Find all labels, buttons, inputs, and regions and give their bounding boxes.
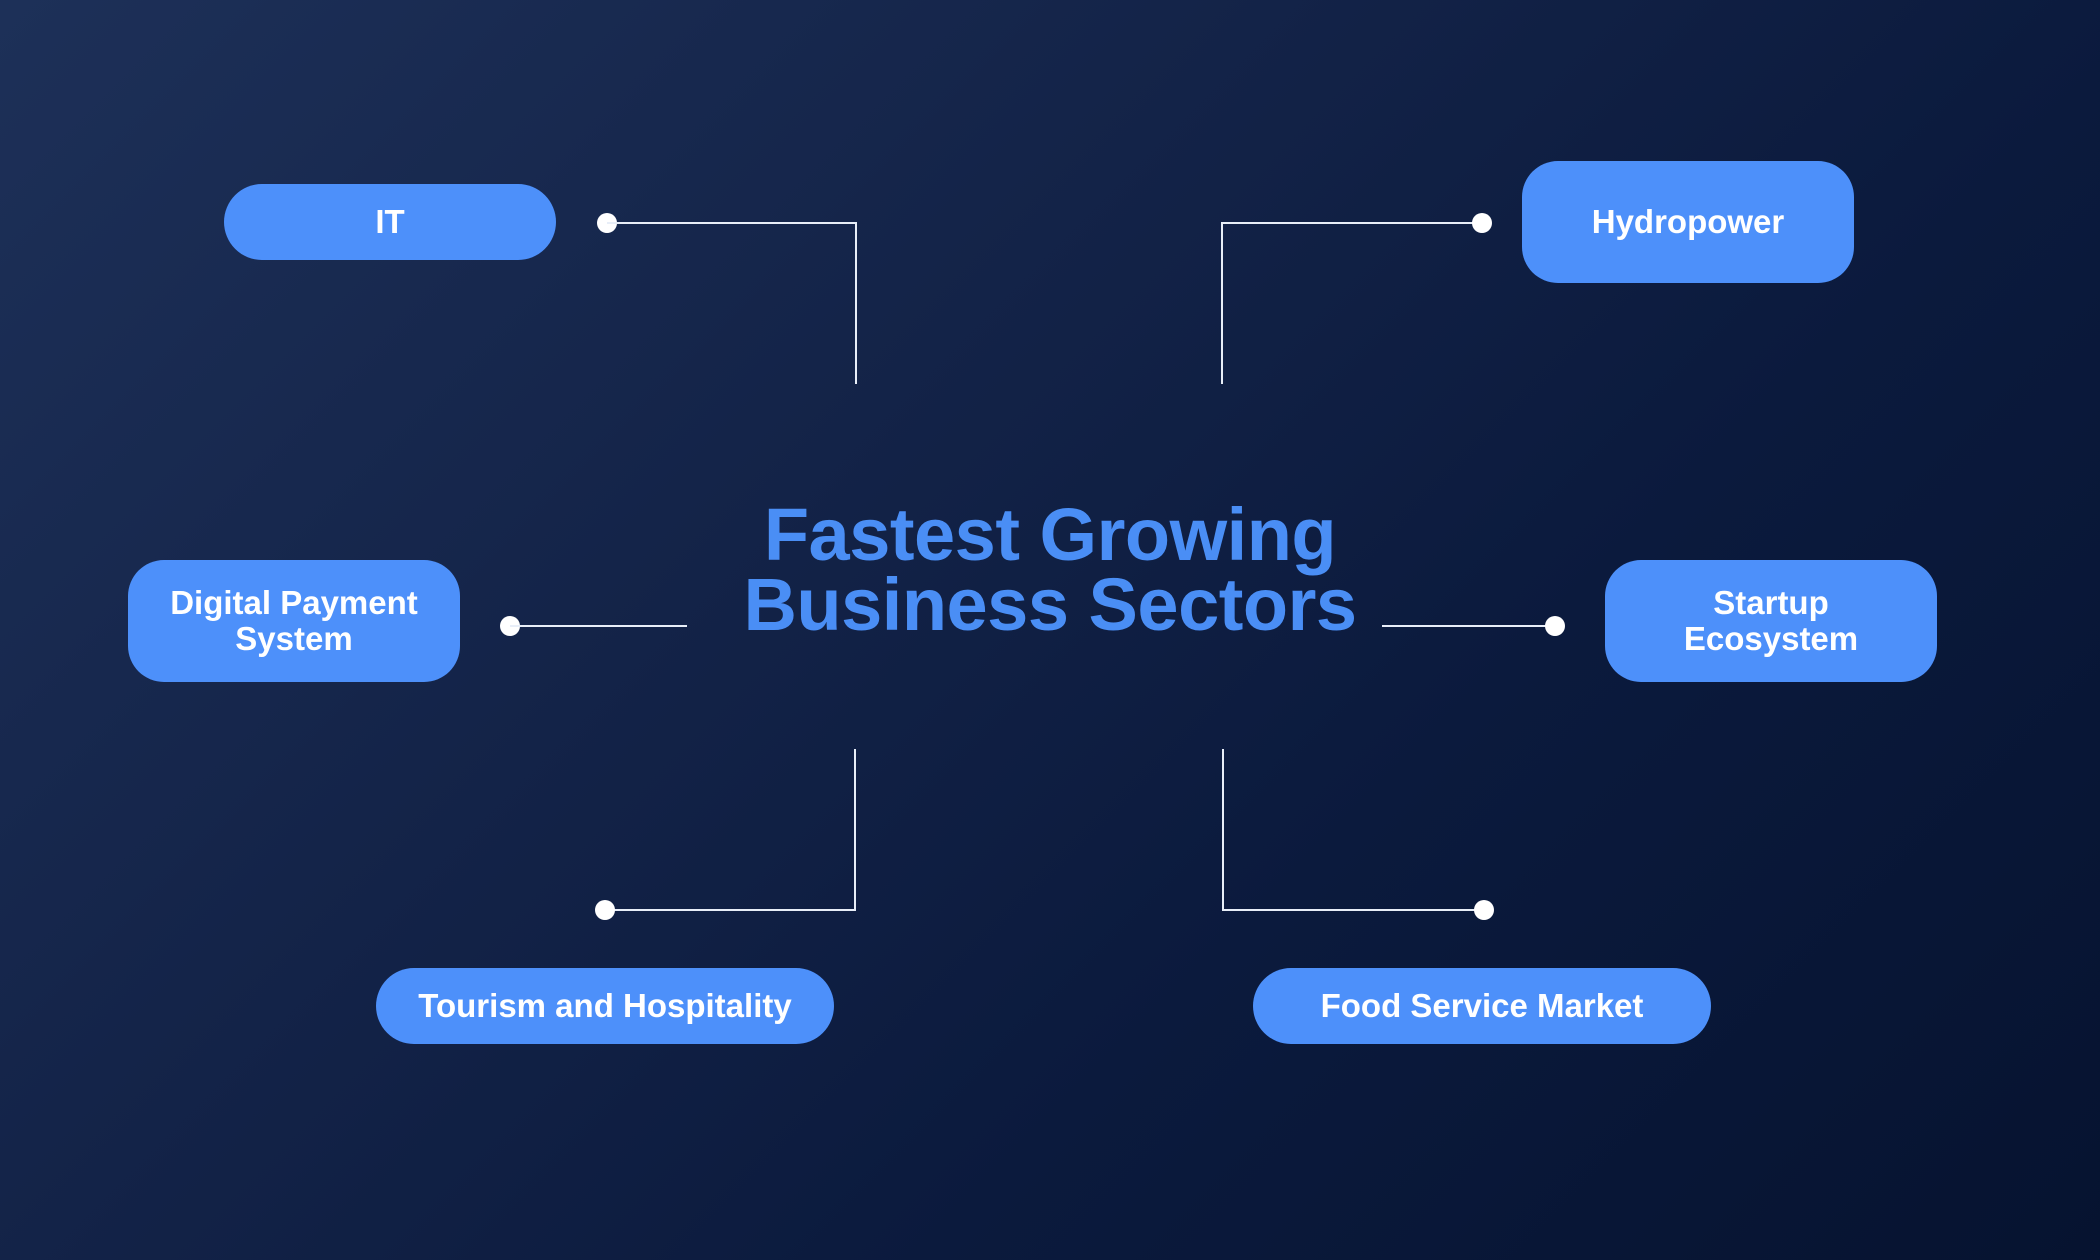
- connector-line-it-vertical: [855, 222, 857, 384]
- sector-label-line-2: System: [235, 620, 353, 657]
- sector-label: Tourism and Hospitality: [418, 987, 792, 1024]
- sector-node-startup-ecosystem[interactable]: Startup Ecosystem: [1605, 560, 1937, 682]
- connector-line-it-horizontal: [607, 222, 857, 224]
- connector-line-food-vertical: [1222, 749, 1224, 911]
- connector-dot-food: [1474, 900, 1494, 920]
- connector-dot-hydropower: [1472, 213, 1492, 233]
- sector-node-it[interactable]: IT: [224, 184, 556, 260]
- sector-label: IT: [375, 203, 405, 240]
- title-line-1: Fastest Growing: [763, 493, 1337, 576]
- connector-line-hydropower-horizontal: [1221, 222, 1483, 224]
- connector-line-startup-ecosystem: [1382, 625, 1555, 627]
- sector-label-line-1: Digital Payment: [170, 584, 418, 621]
- diagram-title: Fastest Growing Business Sectors: [700, 493, 1400, 646]
- connector-line-tourism-horizontal: [605, 909, 856, 911]
- connector-line-tourism-vertical: [854, 749, 856, 911]
- sector-node-food-service-market[interactable]: Food Service Market: [1253, 968, 1711, 1044]
- sector-label: Food Service Market: [1320, 987, 1644, 1024]
- connector-dot-tourism: [595, 900, 615, 920]
- sector-label: Hydropower: [1591, 203, 1785, 240]
- sector-label: Startup Ecosystem: [1683, 584, 1859, 657]
- sector-node-tourism-hospitality[interactable]: Tourism and Hospitality: [376, 968, 834, 1044]
- title-line-2: Business Sectors: [743, 563, 1357, 646]
- sector-node-digital-payment[interactable]: Digital Payment System: [128, 560, 460, 682]
- connector-line-hydropower-vertical: [1221, 222, 1223, 384]
- connector-dot-startup-ecosystem: [1545, 616, 1565, 636]
- connector-line-digital-payment: [510, 625, 687, 627]
- connector-line-food-horizontal: [1222, 909, 1484, 911]
- sector-node-hydropower[interactable]: Hydropower: [1522, 161, 1854, 283]
